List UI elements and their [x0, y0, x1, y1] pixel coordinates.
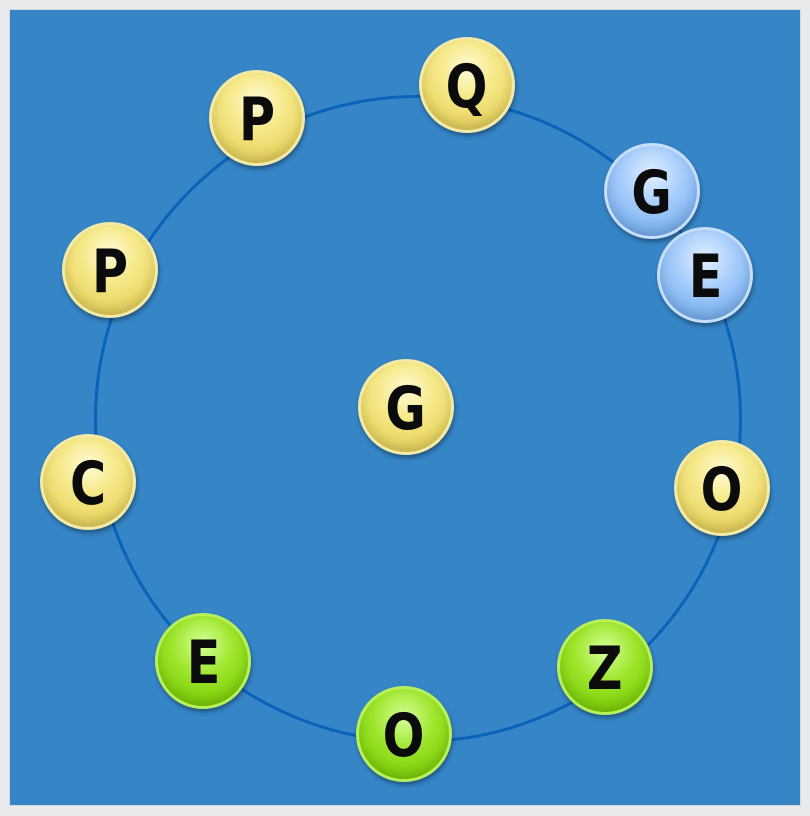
ring-tile-z[interactable]: Z: [557, 619, 653, 715]
tile-letter: G: [631, 158, 673, 228]
ring-tile-p-left[interactable]: P: [62, 222, 158, 318]
tile-letter: Z: [587, 634, 623, 704]
tile-letter: P: [238, 85, 276, 155]
ring-tile-q[interactable]: Q: [419, 37, 515, 133]
tile-letter: C: [69, 449, 107, 519]
tile-letter: O: [383, 701, 425, 771]
ring-tile-o-bottom[interactable]: O: [356, 686, 452, 782]
ring-tile-c[interactable]: C: [40, 434, 136, 530]
ring-tile-e[interactable]: E: [657, 227, 753, 323]
ring-tile-e-bottom-left[interactable]: E: [155, 613, 251, 709]
ring-tile-o-right[interactable]: O: [674, 440, 770, 536]
center-letter: G: [385, 374, 427, 444]
tile-letter: P: [91, 237, 129, 307]
tile-letter: Q: [446, 52, 488, 122]
tile-letter: E: [688, 242, 722, 312]
ring-tile-p-top[interactable]: P: [209, 70, 305, 166]
game-board: G Q G E O Z O E C P P: [10, 10, 800, 805]
tile-letter: E: [186, 628, 220, 698]
ring-tile-g[interactable]: G: [604, 143, 700, 239]
center-letter-tile[interactable]: G: [358, 359, 454, 455]
tile-letter: O: [701, 455, 743, 525]
